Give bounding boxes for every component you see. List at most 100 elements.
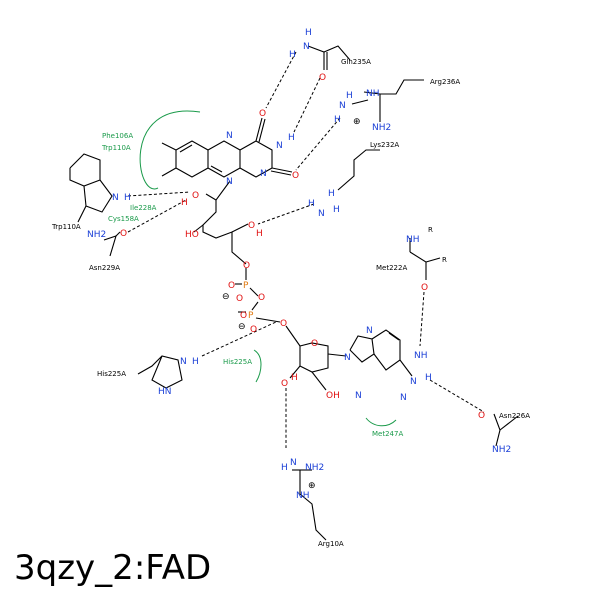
res-his225: His225A bbox=[97, 370, 126, 378]
atom-o-bridge: O bbox=[258, 293, 265, 303]
lys232-h2: H bbox=[333, 205, 340, 215]
res-asn229: Asn229A bbox=[89, 264, 120, 272]
atom-n3: N bbox=[276, 141, 283, 151]
lys232-n: N bbox=[318, 209, 325, 219]
his225-h: H bbox=[192, 357, 199, 367]
res-cys158: Cys158A bbox=[108, 215, 139, 223]
gln235-n: N bbox=[303, 42, 310, 52]
lys232-h1: H bbox=[308, 199, 315, 209]
arg236-h: H bbox=[334, 115, 341, 125]
res-met247: Met247A bbox=[372, 430, 403, 438]
arc-phe106-trp110 bbox=[139, 110, 201, 190]
atom-p1: P bbox=[243, 281, 249, 291]
atom-n9: N bbox=[344, 353, 351, 363]
atom-h-rib4: H bbox=[256, 229, 263, 239]
atom-n6: N bbox=[410, 377, 417, 387]
res-lys232: Lys232A bbox=[370, 141, 399, 149]
atom-o-p2a: O bbox=[240, 311, 247, 321]
ribose-adenine bbox=[285, 325, 413, 391]
pyrophosphate bbox=[235, 268, 281, 323]
asn226-nh2: NH2 bbox=[492, 445, 511, 455]
residue-names: Gln235A Arg236A Lys232A Trp110A Asn229A … bbox=[51, 58, 530, 548]
atom-n10: N bbox=[226, 177, 233, 187]
asn226-sidechain bbox=[493, 413, 519, 447]
arg10-h: H bbox=[281, 463, 288, 473]
gln235-o: O bbox=[319, 73, 326, 83]
gln235-h: H bbox=[305, 28, 312, 38]
gln235-h2: H bbox=[289, 50, 296, 60]
atom-labels: N N N N O O H O H HO O H O P O O O ⊖ P O… bbox=[181, 109, 432, 403]
arg236-plus: ⊕ bbox=[353, 117, 361, 127]
trp110-h: H bbox=[124, 193, 131, 203]
atom-p2: P bbox=[248, 311, 254, 321]
ligand-caption: 3qzy_2:FAD bbox=[14, 548, 212, 588]
atom-n3-ad: N bbox=[355, 391, 362, 401]
atom-o-rib4: O bbox=[248, 221, 255, 231]
asn226-o: O bbox=[478, 411, 485, 421]
met222-nh: NH bbox=[406, 235, 420, 245]
trp110-sidechain bbox=[69, 153, 113, 223]
arg236-nh: NH bbox=[366, 89, 380, 99]
atom-o3-prime: O bbox=[281, 379, 288, 389]
atom-h3: H bbox=[288, 133, 295, 143]
res-trp110-green: Trp110A bbox=[101, 144, 131, 152]
atom-o5: O bbox=[243, 261, 250, 271]
atom-o-p2b: O bbox=[250, 325, 257, 335]
atom-o5-prime: O bbox=[280, 319, 287, 329]
his225-n: N bbox=[180, 357, 187, 367]
atom-o4: O bbox=[259, 109, 266, 119]
isoalloxazine-ring bbox=[161, 117, 293, 178]
hydrogen-bonds bbox=[127, 51, 485, 448]
atom-o2: O bbox=[292, 171, 299, 181]
asn229-o: O bbox=[120, 229, 127, 239]
res-phe106: Phe106A bbox=[102, 132, 133, 140]
asn229-nh2: NH2 bbox=[87, 230, 106, 240]
atom-o4-prime: O bbox=[311, 339, 318, 349]
atom-oh2-prime: OH bbox=[326, 391, 340, 401]
met222-n-h: NH bbox=[414, 351, 428, 361]
atom-ho-rib3: HO bbox=[185, 230, 199, 240]
arc-his225 bbox=[253, 349, 262, 383]
arg236-hn: H bbox=[346, 91, 353, 101]
atom-o-rib2: O bbox=[192, 191, 199, 201]
arg236-sidechain bbox=[351, 79, 424, 122]
lys232-h3: H bbox=[328, 189, 335, 199]
his225-sidechain bbox=[137, 355, 183, 389]
arg236-n: N bbox=[339, 101, 346, 111]
res-gln235: Gln235A bbox=[341, 58, 371, 66]
ribityl-chain bbox=[193, 180, 249, 265]
arc-met247 bbox=[365, 417, 397, 427]
res-arg10: Arg10A bbox=[318, 540, 344, 548]
atom-n5: N bbox=[226, 131, 233, 141]
hydrophobic-residue-names: Phe106A Trp110A Ile228A Cys158A His225A … bbox=[101, 132, 403, 438]
met222-r1: R bbox=[428, 226, 433, 234]
hydrophobic-arcs bbox=[139, 110, 397, 427]
atom-n1-ad: N bbox=[400, 393, 407, 403]
res-met222: Met222A bbox=[376, 264, 407, 272]
lys232-sidechain bbox=[337, 149, 380, 191]
charge-minus-2: ⊖ bbox=[238, 322, 246, 332]
his225-hn: HN bbox=[158, 387, 172, 397]
atom-h-rib2: H bbox=[181, 198, 188, 208]
trp110-n: N bbox=[112, 193, 119, 203]
arg10-n: N bbox=[290, 458, 297, 468]
charge-minus-1: ⊖ bbox=[222, 292, 230, 302]
atom-o-p1a: O bbox=[228, 281, 235, 291]
res-arg236: Arg236A bbox=[430, 78, 460, 86]
arg10-sidechain bbox=[292, 469, 327, 541]
met222-r2: R bbox=[442, 256, 447, 264]
met222-sidechain bbox=[409, 238, 441, 280]
res-ile228: Ile228A bbox=[130, 204, 157, 212]
met222-o: O bbox=[421, 283, 428, 293]
gln235-sidechain bbox=[307, 45, 351, 70]
residue-atom-labels: H N H O H N H NH NH2 ⊕ H N H H N H O NH2… bbox=[87, 28, 511, 501]
asn229-sidechain bbox=[103, 231, 121, 257]
res-trp110: Trp110A bbox=[51, 223, 81, 231]
atom-o-p1b: O bbox=[236, 294, 243, 304]
atom-n7: N bbox=[366, 326, 373, 336]
arg10-nh: NH bbox=[296, 491, 310, 501]
arg10-plus: ⊕ bbox=[308, 481, 316, 491]
res-asn226: Asn226A bbox=[499, 412, 530, 420]
atom-h-n6: H bbox=[425, 373, 432, 383]
